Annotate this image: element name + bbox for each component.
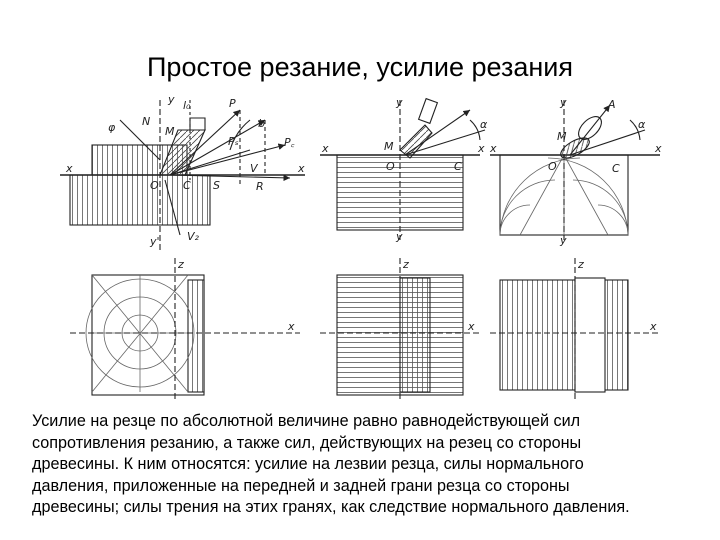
fig3-label-x-left: x [489,142,497,155]
row2-label-z-1: z [177,258,184,271]
caption-line-4: давления, приложенные на передней и задн… [32,476,570,495]
fig2-label-y-top: y [395,96,403,109]
fig3-label-alpha: α [638,118,646,131]
fig3-label-O: O [548,160,557,173]
fig1-label-v2: V₂ [187,230,200,243]
fig2-label-M: M [384,140,394,153]
fig1-label-x: x [65,162,73,175]
fig3-label-C: C [612,162,620,175]
fig1-label-S: S [213,179,220,192]
fig1-label-b: b [258,117,265,130]
fig1-label-x2: x [297,162,305,175]
fig-section-longitudinal [320,258,480,400]
fig3-label-M: M [557,130,567,143]
fig1-label-N: N [142,115,150,128]
slide-caption: Усилие на резце по абсолютной величине р… [32,411,700,519]
fig3-label-y-bottom: y [559,234,567,247]
fig-longitudinal-cut [320,97,486,240]
caption-line-2: сопротивления резанию, а также сил, дейс… [32,433,582,452]
fig1-label-O: O [150,179,159,192]
fig-section-end [490,258,660,400]
fig2-label-x-left: x [321,142,329,155]
cutting-figures: y l₀ N φ M P Pₛ P꜀ b x x O C S R V V₂ y'… [60,93,662,400]
row2-label-x-2: x [467,320,475,333]
fig2-label-O: O [386,160,395,173]
row2-label-z-2: z [402,258,409,271]
fig3-label-y-top: y [559,96,567,109]
fig1-label-P: P [229,97,236,110]
fig1-label-Pc: P꜀ [284,136,295,149]
fig-section-radial [70,258,300,400]
row2-label-x-3: x [649,320,657,333]
fig3-label-x-right: x [654,142,662,155]
row2-label-x-1: x [287,320,295,333]
fig1-label-y-prime: y' [149,235,160,248]
fig2-label-y-bottom: y [395,230,403,243]
fig1-label-l0: l₀ [183,99,191,112]
fig2-label-C: C [454,160,462,173]
fig3-label-A: A [607,98,616,111]
fig1-label-phi: φ [108,121,116,134]
fig1-label-v: V [250,162,259,175]
slide-title: Простое резание, усилие резания [147,52,573,82]
caption-line-5: древесины; силы трения на этих гранях, к… [32,498,630,516]
fig2-label-alpha: α [480,118,488,131]
fig1-label-M: M [165,125,175,138]
caption-line-3: древесины. К ним относятся: усилие на ле… [32,455,584,473]
caption-line-1: Усилие на резце по абсолютной величине р… [32,412,581,430]
fig1-label-R: R [256,180,264,193]
fig1-label-y: y [167,93,175,106]
fig1-label-Ps: Pₛ [228,135,239,148]
fig-cutting-forces [60,100,305,250]
fig1-label-C: C [183,179,191,192]
row2-label-z-3: z [577,258,584,271]
fig-end-grain-cut [490,100,660,240]
fig2-label-x-right: x [477,142,485,155]
